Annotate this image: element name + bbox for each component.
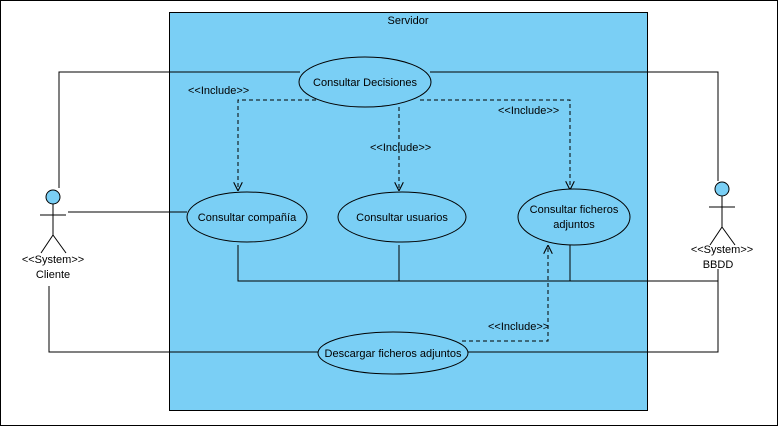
include-label-ficheros: <<Include>> <box>498 105 559 117</box>
use-case-consultar-compania[interactable]: Consultar compañía <box>186 191 308 243</box>
include-arrow-compania <box>238 99 330 190</box>
system-boundary-title: Servidor <box>388 15 429 27</box>
use-case-consultar-decisiones[interactable]: Consultar Decisiones <box>298 56 432 108</box>
use-case-label-line1: Consultar ficheros <box>530 204 619 216</box>
assoc-decisiones-bbdd <box>430 71 719 181</box>
assoc-compania-bbdd <box>237 245 719 282</box>
actor-bbdd-stereotype: <<System>> <box>691 244 753 256</box>
use-case-label: Descargar ficheros adjuntos <box>325 348 462 360</box>
actor-bbdd-name: BBDD <box>703 259 734 271</box>
include-arrow-descargar <box>462 246 548 342</box>
use-case-descargar-ficheros[interactable]: Descargar ficheros adjuntos <box>317 331 469 375</box>
include-label-descargar: <<Include>> <box>488 321 549 333</box>
use-case-label: Consultar usuarios <box>356 212 448 224</box>
actor-head <box>45 189 61 205</box>
include-arrow-ficheros <box>420 99 570 189</box>
associations <box>48 71 719 353</box>
use-case-label: Consultar Decisiones <box>313 77 417 89</box>
actor-cliente[interactable] <box>40 189 67 254</box>
actor-cliente-stereotype: <<System>> <box>22 254 84 266</box>
use-case-label: Consultar compañía <box>198 212 297 224</box>
assoc-cliente-decisiones <box>58 71 300 188</box>
use-case-consultar-usuarios[interactable]: Consultar usuarios <box>337 191 467 243</box>
actor-head <box>714 181 730 197</box>
include-label-usuarios: <<Include>> <box>370 142 431 154</box>
use-case-consultar-ficheros[interactable]: Consultar ficheros adjuntos <box>517 188 631 246</box>
assoc-cliente-descargar <box>48 286 318 353</box>
actor-cliente-name: Cliente <box>36 269 70 281</box>
assoc-descargar-bbdd <box>468 281 719 353</box>
actor-bbdd[interactable] <box>709 181 736 246</box>
use-case-label-line2: adjuntos <box>553 219 595 231</box>
include-label-compania: <<Include>> <box>188 85 249 97</box>
include-dependencies <box>238 99 570 342</box>
